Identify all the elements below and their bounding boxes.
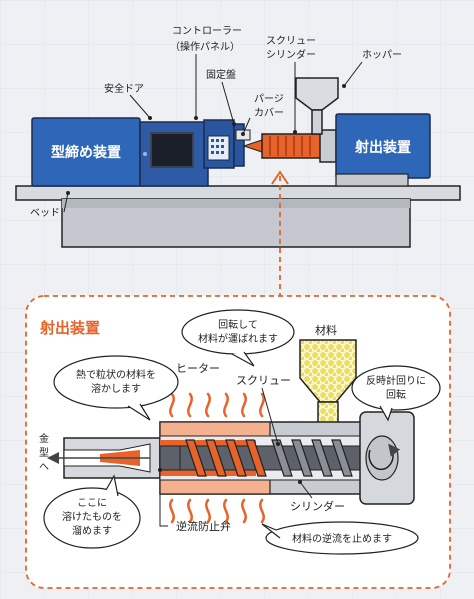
cylinder-label: シリンダー: [290, 499, 345, 513]
bubble-ccw-line-1: 反時計回りに: [366, 374, 426, 387]
bubble-store: [43, 487, 141, 549]
bubble-valve: [265, 521, 419, 555]
to-mold-label-2: 型: [39, 446, 49, 459]
machine-bed: [15, 185, 461, 201]
purge-cover-label-2: カバー: [254, 107, 284, 119]
bubble-store-line-3: 溜めます: [72, 524, 112, 537]
bubble-valve-text: 材料の逆流を止めます: [292, 532, 392, 545]
bubble-melt-line-1: 熱で粒状の材料を: [76, 368, 156, 381]
clamp-unit-label: 型締め装置: [51, 144, 121, 161]
bubble-ccw-line-2: 回転: [386, 389, 406, 401]
fixed-platen-label: 固定盤: [206, 68, 236, 81]
material-label: 材料: [315, 323, 337, 337]
bubble-ccw: [351, 365, 441, 411]
to-mold-label-3: へ: [39, 462, 49, 473]
bubble-melt: [53, 355, 179, 409]
heater-label: ヒーター: [176, 362, 220, 375]
safety-door-label: 安全ドア: [104, 82, 144, 95]
safety-door-window: [150, 132, 194, 168]
hopper-label: ホッパー: [362, 49, 402, 61]
purge-cover-label-1: パージ: [254, 93, 284, 105]
to-mold-label-1: 金: [39, 432, 49, 445]
screw-label: スクリュー: [236, 374, 291, 387]
bubble-melt-line-2: 溶かします: [91, 382, 141, 395]
bubble-store-line-1: ここに: [77, 497, 107, 509]
check-valve-label: 逆流防止弁: [176, 519, 231, 533]
rotation-icon: [368, 443, 401, 471]
fixed-platen: [233, 123, 245, 167]
bubble-rotate-line-1: 回転して: [218, 319, 258, 331]
screw-cylinder-label-1: スクリュー: [266, 35, 316, 47]
bubble-rotate: [181, 309, 295, 355]
bubble-rotate-line-2: 材料が運ばれます: [198, 332, 278, 345]
bubble-store-line-2: 溶けたものを: [62, 510, 122, 523]
machine-illustration: 型締め装置 射出装置 安全ドア コントローラー （操作パネル） 固定盤 パージ …: [15, 25, 461, 248]
heater-flames-bottom: [169, 498, 265, 524]
controller-label-2: （操作パネル）: [170, 40, 240, 53]
detail-title: 射出装置: [39, 319, 100, 337]
screw-cylinder-label-2: シリンダー: [266, 48, 316, 61]
controller-label-1: コントローラー: [172, 25, 242, 37]
injection-unit-label: 射出装置: [354, 139, 411, 156]
heater-flames-top: [169, 392, 265, 418]
bed-label: ベッド: [30, 207, 60, 219]
detail-screw: [159, 439, 381, 477]
